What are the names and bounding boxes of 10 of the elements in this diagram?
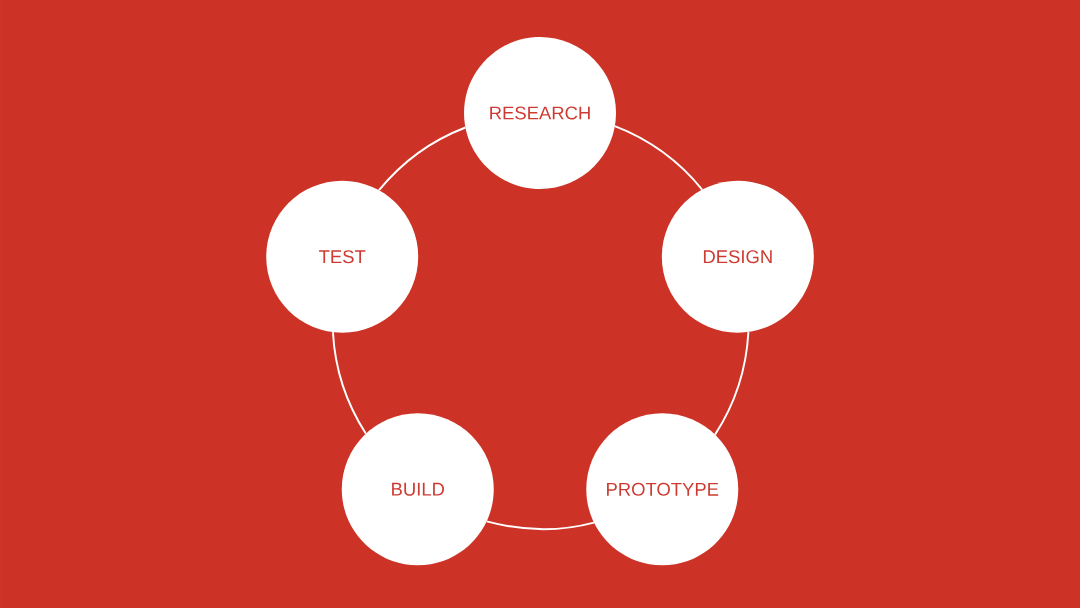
circle-node: RESEARCH xyxy=(464,37,616,189)
connector-arc xyxy=(332,331,367,435)
circle-node: PROTOTYPE xyxy=(586,413,739,566)
circle-node: BUILD xyxy=(341,413,494,566)
connector-arc xyxy=(378,126,467,192)
circle-node: DESIGN xyxy=(661,180,814,333)
connector-arc xyxy=(613,125,704,191)
connector-arc xyxy=(485,520,595,530)
circle-node: TEST xyxy=(266,180,419,333)
connector-arc xyxy=(714,330,750,436)
